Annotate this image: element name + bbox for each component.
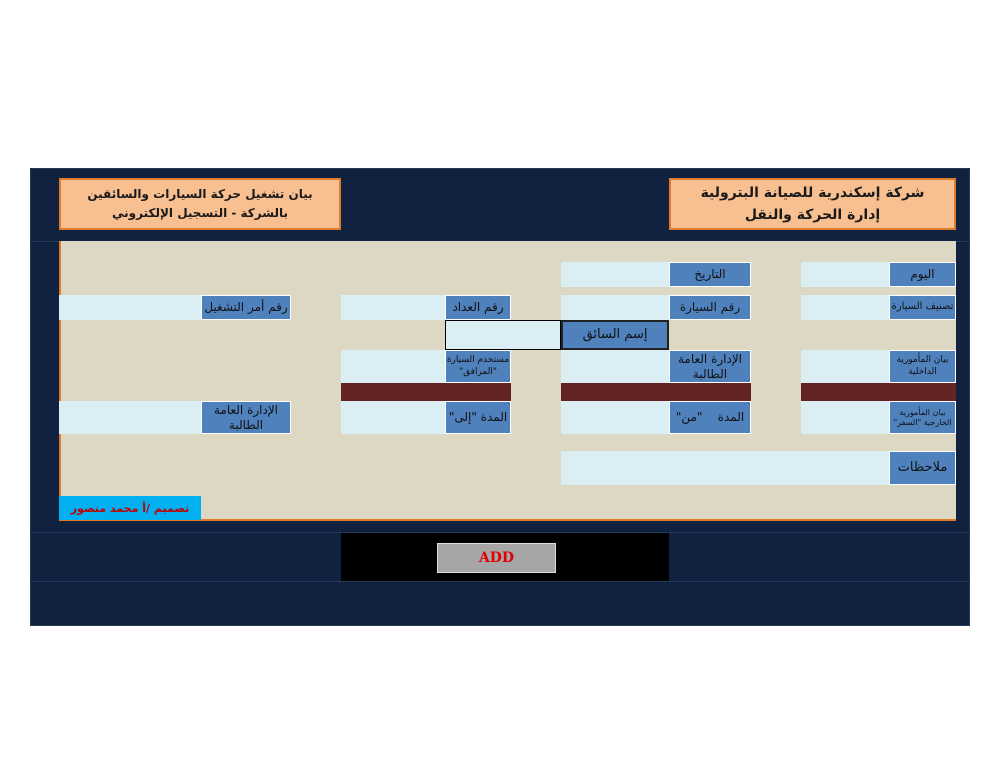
work-order-label: رقم أمر التشغيل [201, 295, 291, 320]
designer-credit: تصميم /أ محمد منصور [59, 496, 201, 520]
add-button[interactable]: ADD [437, 543, 556, 573]
day-label: اليوم [889, 262, 956, 287]
period-from-input[interactable] [561, 401, 669, 434]
grid-line [30, 581, 970, 582]
internal-mission-label: بيان المأمورية الداخلية [889, 350, 956, 383]
external-mission-label: بيان المأمورية الخارجية "السفر" [889, 401, 956, 434]
requesting-dept-input[interactable] [561, 350, 669, 383]
requesting-dept2-input[interactable] [59, 401, 201, 434]
notes-input[interactable] [561, 451, 889, 485]
period-to-input[interactable] [341, 401, 445, 434]
car-class-label: تصنيف السيارة [889, 295, 956, 320]
work-order-input[interactable] [59, 295, 201, 320]
requesting-dept-label: الإدارة العامة الطالبة [669, 350, 751, 383]
notes-label: ملاحظات [889, 451, 956, 485]
date-label: التاريخ [669, 262, 751, 287]
period-to-label: المدة "إلى" [445, 401, 511, 434]
separator-bar [801, 383, 956, 401]
external-mission-input[interactable] [801, 401, 889, 434]
day-input[interactable] [801, 262, 889, 287]
meter-number-label: رقم العداد [445, 295, 511, 320]
car-user-input[interactable] [341, 350, 445, 383]
separator-bar [341, 383, 511, 401]
form-title: بيان تشغيل حركة السيارات والسائقين بالشر… [59, 178, 341, 230]
grid-line [30, 532, 970, 533]
period-from-label: المدة "من" [669, 401, 751, 434]
internal-mission-input[interactable] [801, 350, 889, 383]
meter-number-input[interactable] [341, 295, 445, 320]
company-header: شركة إسكندرية للصيانة البترولية إدارة الح… [669, 178, 956, 230]
car-class-input[interactable] [801, 295, 889, 320]
car-number-input[interactable] [561, 295, 669, 320]
company-name: شركة إسكندرية للصيانة البترولية [700, 184, 925, 201]
department-name: إدارة الحركة والنقل [744, 207, 881, 223]
separator-bar [561, 383, 751, 401]
requesting-dept2-label: الإدارة العامة الطالبة [201, 401, 291, 434]
car-number-label: رقم السيارة [669, 295, 751, 320]
driver-name-label: إسم السائق [561, 320, 669, 350]
date-input[interactable] [561, 262, 669, 287]
driver-name-input[interactable] [445, 320, 561, 350]
car-user-label: مستخدم السيارة "المرافق" [445, 350, 511, 383]
